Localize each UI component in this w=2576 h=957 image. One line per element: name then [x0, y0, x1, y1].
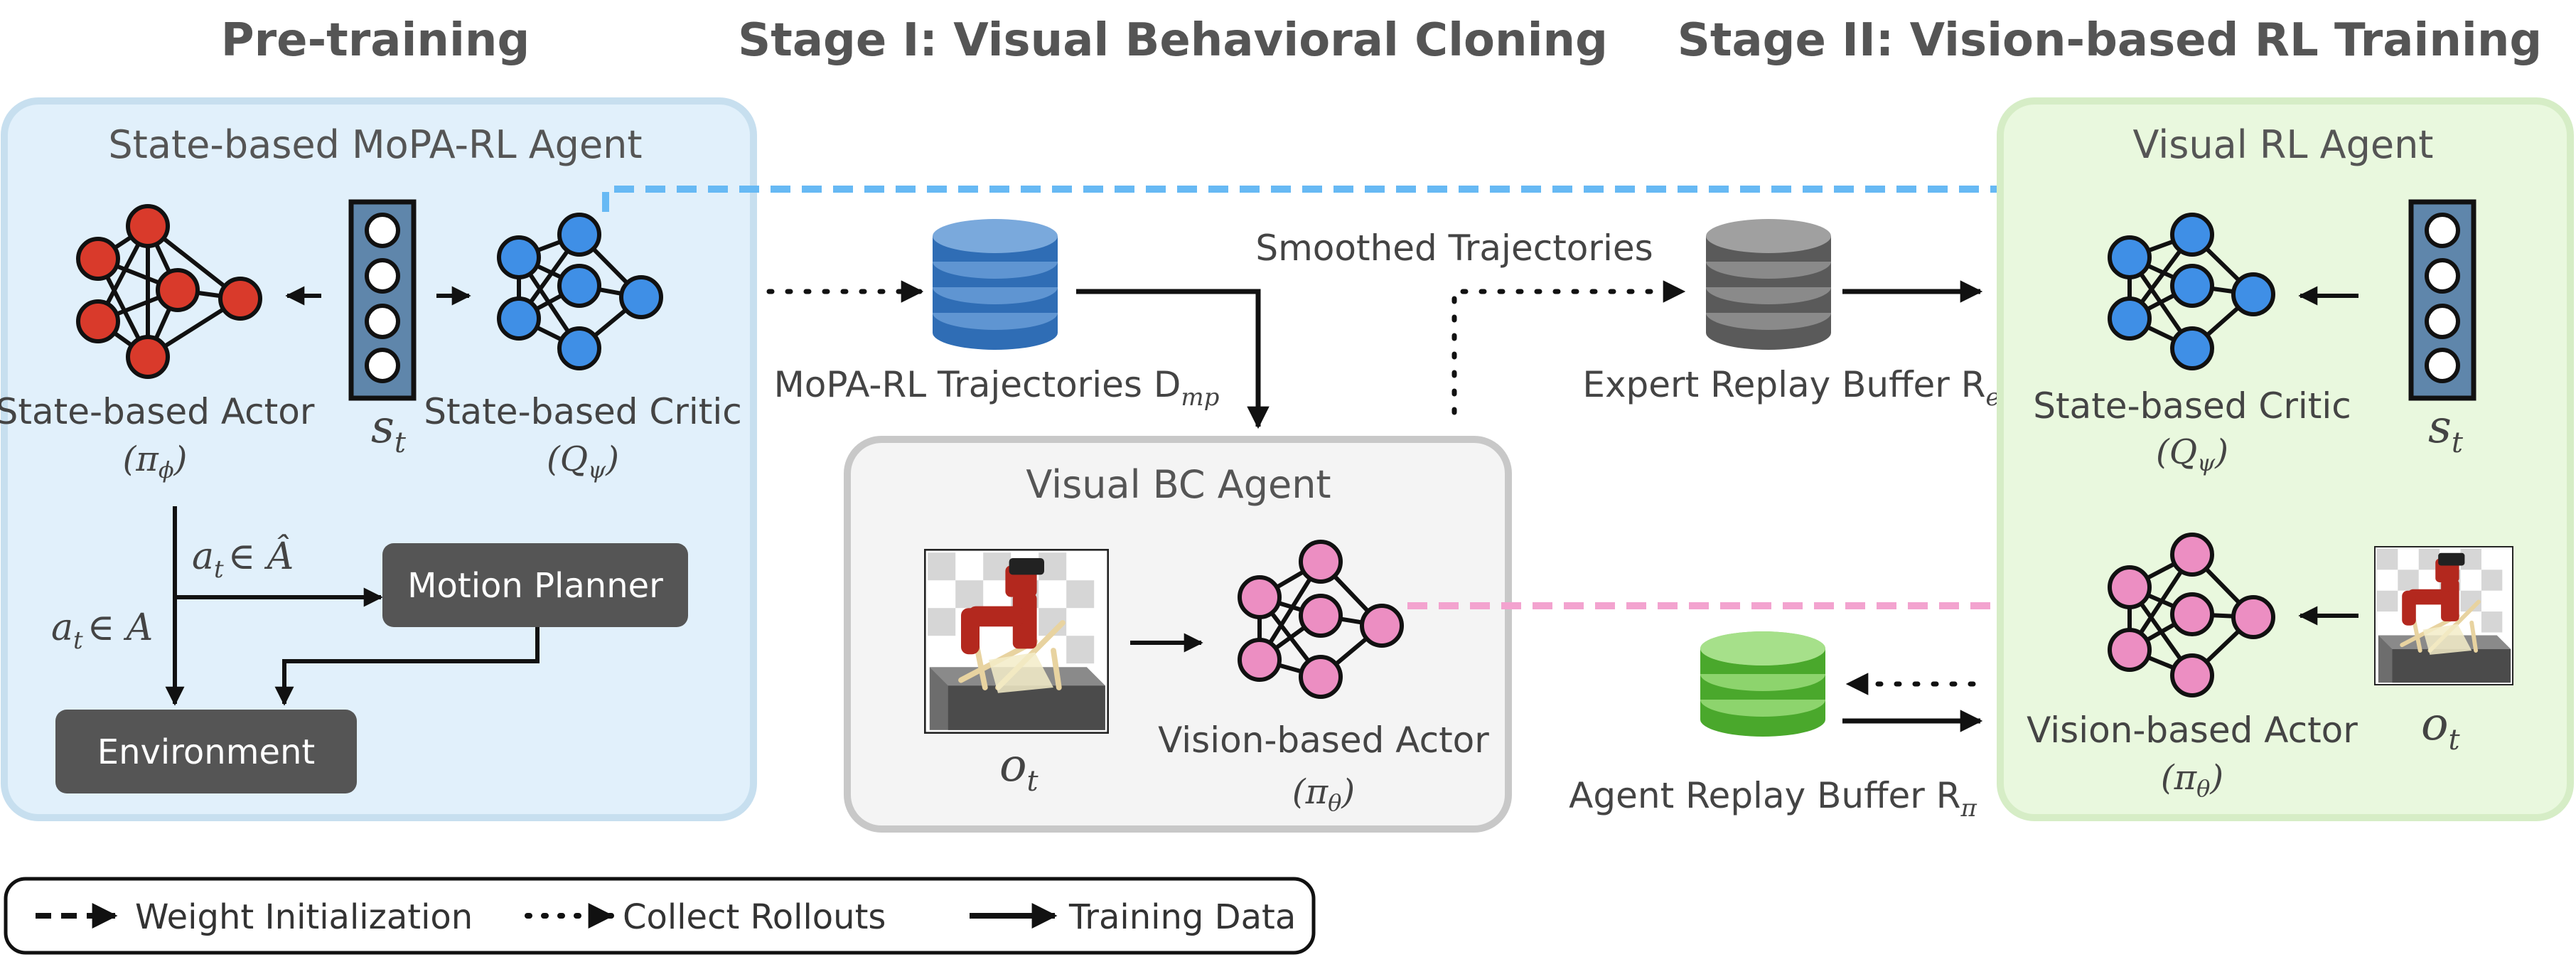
legend: Weight Initialization Collect Rollouts T… — [4, 877, 1316, 955]
vision-based-actor-label-bc: Vision-based Actor — [1158, 720, 1489, 761]
visual-rl-panel: Visual RL Agent st State-based Critic (Q… — [1997, 97, 2574, 821]
vision-based-actor-network — [1238, 540, 1404, 699]
stage-title-stage2: Stage II: Vision-based RL Training — [1678, 14, 2542, 67]
training-data-arrow-to-bc — [1076, 289, 1270, 429]
rl-observation-variable: ot — [2421, 698, 2461, 756]
visual-rl-panel-title: Visual RL Agent — [2133, 122, 2434, 167]
state-based-actor-network — [76, 204, 262, 379]
state-based-critic-network — [497, 213, 663, 370]
state-variable: st — [371, 401, 407, 459]
action-hat-label: at∈ Â — [192, 534, 294, 584]
rl-state-based-critic-label: State-based Critic — [2033, 385, 2351, 427]
stage-title-pretraining: Pre-training — [221, 14, 530, 67]
motion-planner-label: Motion Planner — [407, 566, 663, 606]
stage-title-stage1: Stage I: Visual Behavioral Cloning — [738, 14, 1608, 67]
agent-replay-buffer-label: Agent Replay Buffer Rπ — [1569, 775, 1977, 823]
state-vector-icon — [348, 199, 417, 401]
rl-state-vector-icon — [2408, 199, 2476, 401]
rl-state-based-critic-symbol: (Qψ) — [2156, 432, 2228, 476]
state-based-actor-label: State-based Actor — [0, 391, 315, 432]
visual-bc-panel-title: Visual BC Agent — [1026, 462, 1331, 507]
rl-observation-image — [2374, 546, 2513, 685]
action-label: at∈ A — [51, 606, 153, 655]
expert-replay-buffer-label: Expert Replay Buffer Re — [1582, 364, 2000, 412]
arrow-motion-planner-to-environment — [274, 627, 540, 706]
rl-vision-based-actor-label: Vision-based Actor — [2027, 710, 2358, 751]
agent-replay-buffer-icon — [1700, 631, 1825, 737]
legend-weight-init: Weight Initialization — [135, 897, 473, 937]
state-based-critic-label: State-based Critic — [424, 391, 742, 432]
rl-vision-based-actor-symbol: (πθ) — [2161, 758, 2223, 802]
mopa-trajectories-database-icon — [933, 219, 1058, 350]
collect-rollouts-arrow-smoothed — [1451, 280, 1686, 415]
rl-vision-based-actor-network — [2108, 533, 2275, 697]
visual-bc-panel: Visual BC Agent ot Vision-based Actor (π… — [844, 436, 1512, 833]
rl-state-variable: st — [2428, 401, 2464, 459]
environment-label: Environment — [97, 732, 316, 772]
observation-image — [924, 549, 1109, 734]
rl-state-based-critic-network — [2108, 213, 2275, 370]
observation-variable: ot — [999, 739, 1039, 798]
legend-collect-rollouts: Collect Rollouts — [623, 897, 886, 937]
state-based-actor-symbol: (πϕ) — [123, 439, 188, 483]
pretraining-panel: State-based MoPA-RL Agent State-based Ac… — [0, 97, 757, 821]
expert-replay-buffer-icon — [1706, 219, 1831, 350]
state-based-critic-symbol: (Qψ) — [547, 439, 619, 483]
mopa-trajectories-label: MoPA-RL Trajectories Dmp — [774, 364, 1220, 412]
legend-training-data: Training Data — [1068, 897, 1296, 937]
smoothed-trajectories-label: Smoothed Trajectories — [1255, 228, 1653, 269]
pretraining-panel-title: State-based MoPA-RL Agent — [108, 122, 642, 167]
weight-init-arrow-critic — [602, 186, 2140, 223]
environment-box: Environment — [55, 710, 357, 793]
vision-based-actor-symbol-bc: (πθ) — [1292, 772, 1355, 816]
motion-planner-box: Motion Planner — [382, 543, 688, 627]
